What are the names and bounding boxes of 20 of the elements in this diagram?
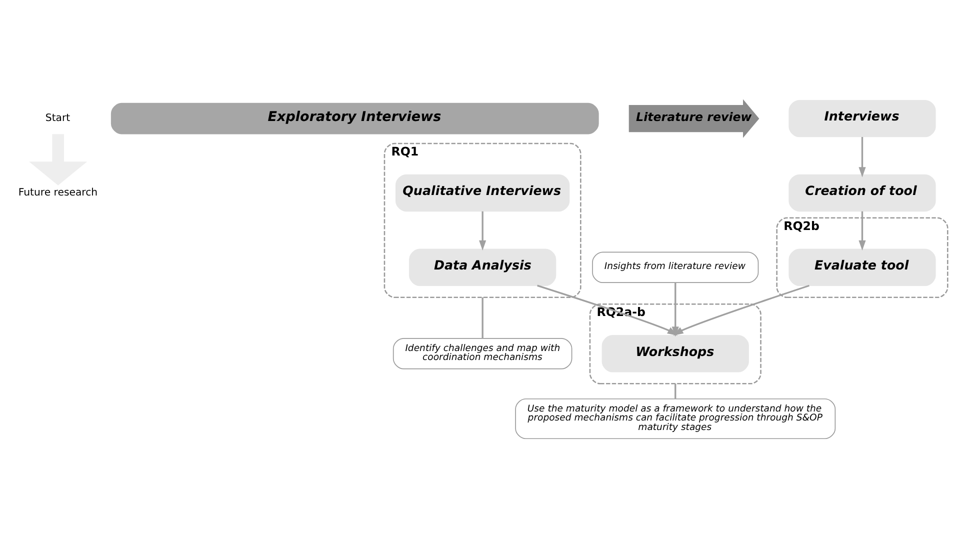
node-box: Data Analysis — [409, 248, 556, 286]
node-box: Use the maturity model as a framework to understand how the proposed mechanisms can facilitate progression through S&OP maturity stages — [515, 398, 836, 439]
arrow — [672, 282, 679, 336]
node-box: Identify challenges and map with coordination mechanisms — [392, 338, 572, 369]
node-box: Workshops — [602, 334, 749, 372]
arrow — [858, 136, 866, 177]
node-box: Evaluate tool — [788, 248, 936, 286]
node-box: Creation of tool — [788, 174, 936, 212]
node-box: Interviews — [788, 99, 936, 137]
connector — [674, 383, 676, 398]
node-box: Exploratory Interviews — [110, 102, 599, 134]
arrow — [673, 284, 810, 335]
arrow — [537, 284, 678, 335]
node-text: Future research — [18, 187, 98, 198]
arrow — [479, 210, 486, 250]
node-box: Qualitative Interviews — [395, 174, 570, 212]
node-text: Start — [45, 112, 70, 124]
connector — [482, 296, 484, 338]
arrow — [858, 210, 866, 250]
node-box: Insights from literature review — [592, 251, 759, 283]
